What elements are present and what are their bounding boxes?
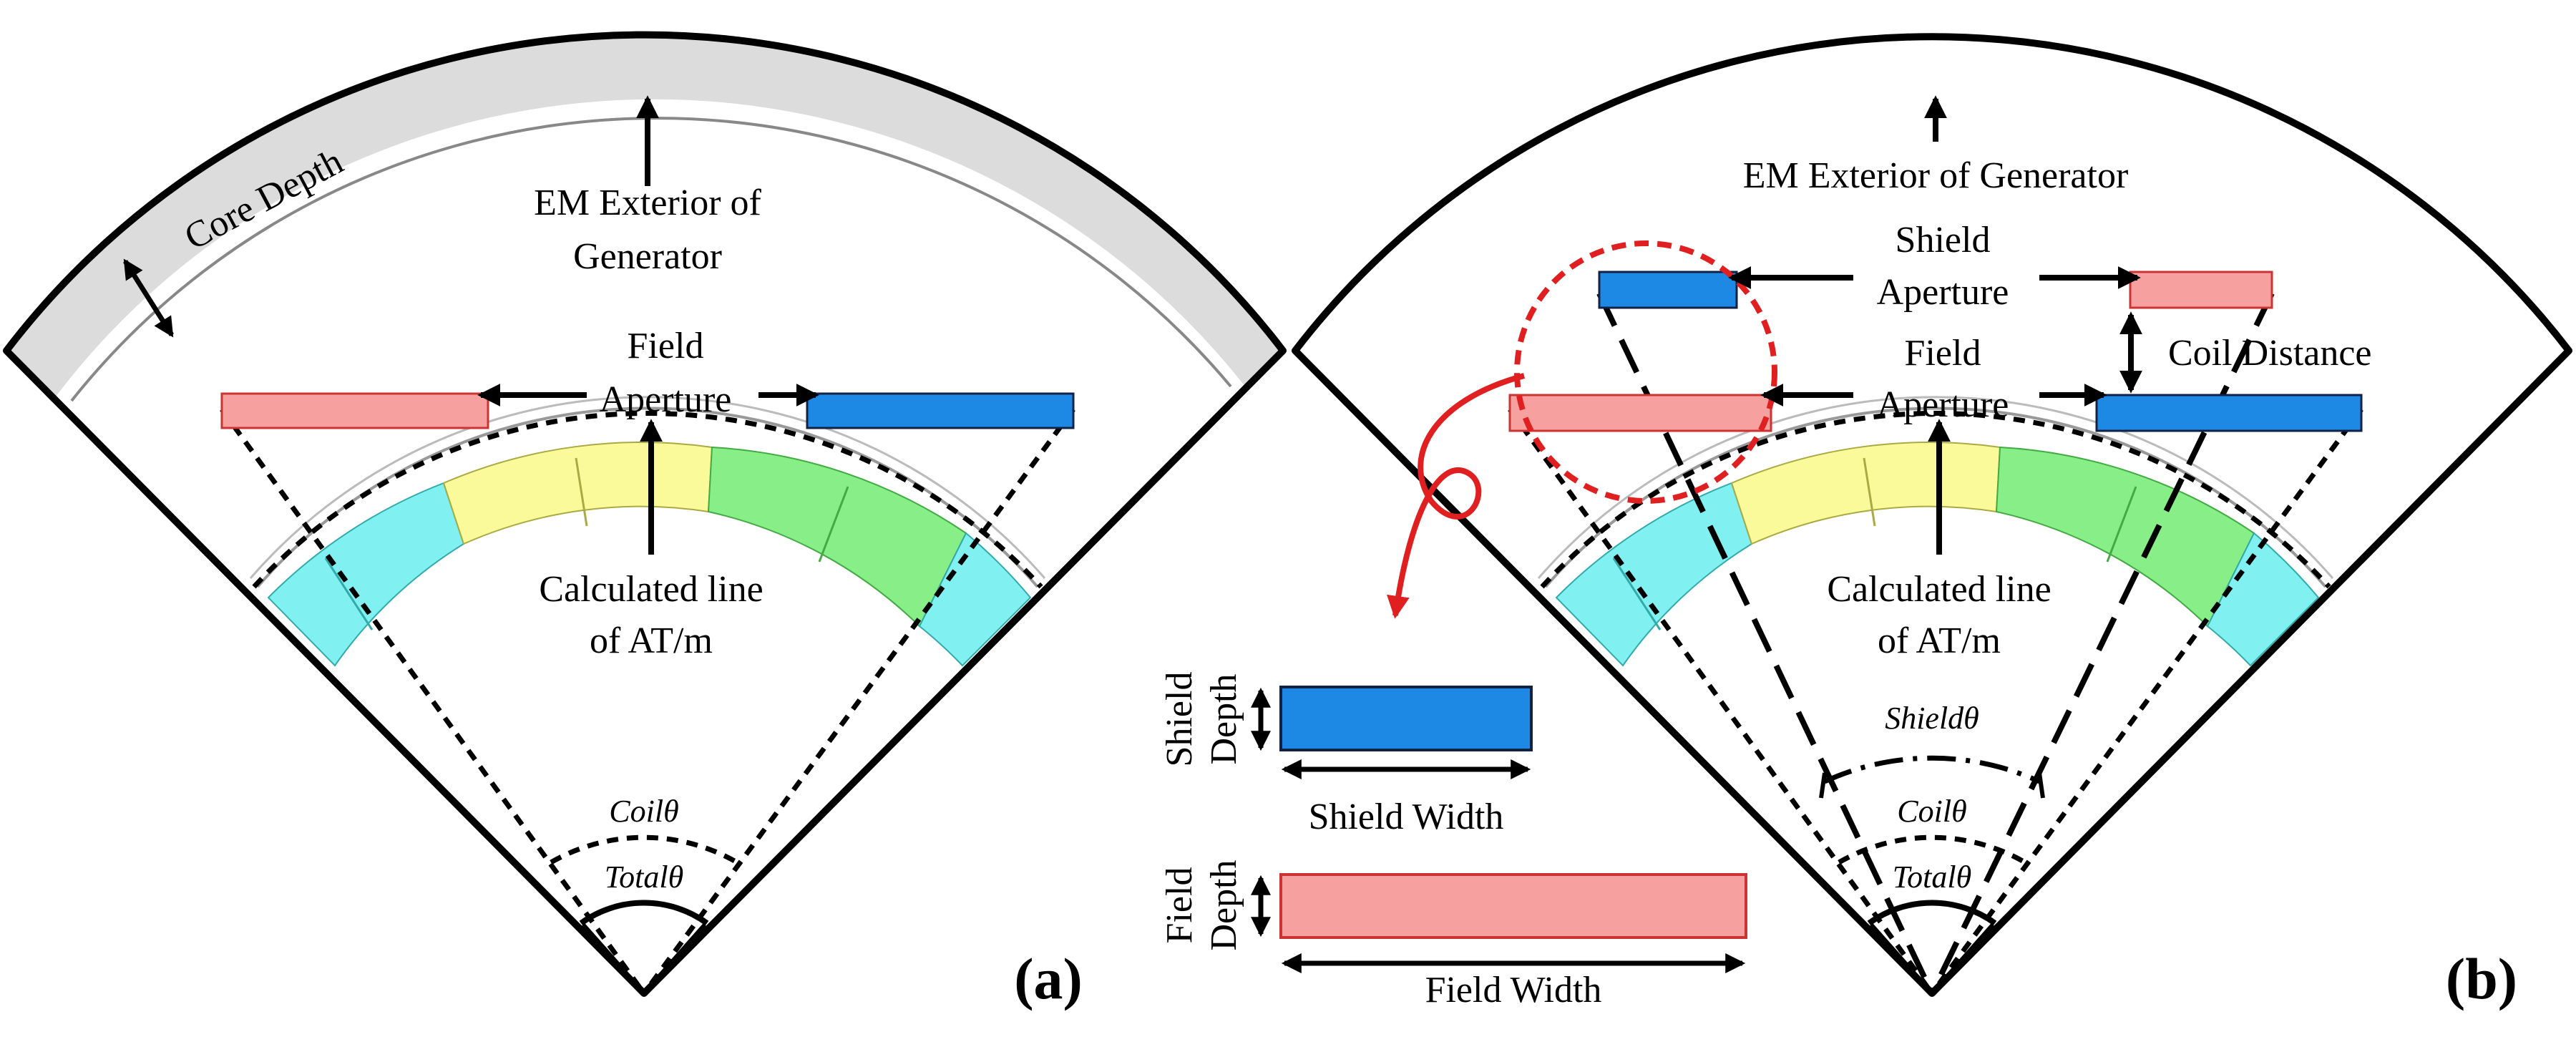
coil-angle-line-right <box>642 407 1075 995</box>
total-theta-line-right-b <box>1930 923 1995 995</box>
highlight-circle <box>1514 240 1777 504</box>
shield-theta-label: Shieldθ <box>1885 701 1979 736</box>
panel-b: EM Exterior of Generator Shield Aperture… <box>1292 33 2572 1011</box>
magnet-divider-1 <box>324 557 374 630</box>
shield-aperture-label-1: Shield <box>1896 220 1991 260</box>
calc-line-label-1: Calculated line <box>539 569 763 610</box>
magnet-divider-1-b <box>1612 557 1662 630</box>
total-theta-line-right <box>642 923 707 995</box>
panel-a-label: (a) <box>1014 946 1083 1011</box>
magnet-yellow-b <box>1730 442 2001 545</box>
coil-angle-line-right-b <box>1930 407 2363 995</box>
magnet-divider-3-b <box>2106 486 2137 563</box>
field-coil-left-b <box>1508 394 1772 432</box>
shield-depth-label-2: Depth <box>1204 673 1244 764</box>
field-aperture-label-1-b: Field <box>1905 333 1981 374</box>
core-band <box>6 34 1283 403</box>
field-aperture-label-1: Field <box>628 326 704 366</box>
em-exterior-label-b: EM Exterior of Generator <box>1743 155 2129 196</box>
shield-coil-right <box>2129 271 2273 309</box>
field-aperture-label-2-b: Aperture <box>1877 384 2009 425</box>
field-depth-label-1: Field <box>1159 867 1200 944</box>
coil-theta-label: Coilθ <box>609 794 678 829</box>
field-depth-label-2: Depth <box>1204 859 1244 950</box>
core-depth-arrow <box>123 258 174 338</box>
coil-theta-label-b: Coilθ <box>1897 794 1966 829</box>
magnet-divider-2 <box>575 457 588 527</box>
total-theta-label: Totalθ <box>605 859 684 895</box>
calc-line-label-1-b: Calculated line <box>1827 569 2051 610</box>
magnet-divider-2-b <box>1863 457 1876 527</box>
total-theta-line-left <box>581 923 646 995</box>
inset-shield-coil <box>1279 686 1533 751</box>
shield-theta-arc <box>1823 755 2041 784</box>
shield-aperture-label-2: Aperture <box>1877 272 2009 313</box>
panel-b-label: (b) <box>2446 946 2517 1011</box>
ring-outer-line-2 <box>249 396 1046 579</box>
em-exterior-label-1: EM Exterior of <box>534 182 761 223</box>
total-theta-label-b: Totalθ <box>1893 859 1972 895</box>
sector-outline-b <box>1292 33 2572 997</box>
total-theta-arc <box>579 900 709 926</box>
calculated-line-arc <box>252 411 1043 589</box>
highlight-pointer-arrow <box>1387 373 1526 619</box>
sector-outline <box>3 31 1287 997</box>
magnet-cyan-right-b <box>2206 532 2320 667</box>
magnet-ring <box>249 396 1046 667</box>
total-theta-line-left-b <box>1869 923 1934 995</box>
field-coil-right <box>806 392 1075 429</box>
shield-theta-tick-left <box>1819 772 1827 799</box>
shield-width-label: Shield Width <box>1309 797 1504 837</box>
coil-distance-label: Coil Distance <box>2168 333 2372 374</box>
coil-theta-arc <box>550 834 738 865</box>
field-aperture-label-2: Aperture <box>600 379 732 420</box>
panel-a: Core Depth EM Exterior of Generator Fiel… <box>3 31 1287 1011</box>
field-coil-right-b <box>2095 394 2363 432</box>
coil-theta-arc-b <box>1838 834 2026 865</box>
shield-coil-left <box>1598 271 1738 309</box>
calc-line-label-2: of AT/m <box>590 620 713 661</box>
magnet-yellow <box>442 442 713 545</box>
magnet-cyan-right <box>918 532 1032 667</box>
shield-depth-label-1: Shield <box>1159 672 1200 767</box>
calculated-line-arc-b <box>1540 411 2331 589</box>
magnet-divider-3 <box>818 486 849 563</box>
calc-line-label-2-b: of AT/m <box>1878 620 2001 661</box>
shield-theta-tick-right <box>2037 772 2045 799</box>
inset-field-coil <box>1279 873 1747 939</box>
field-coil-left <box>220 392 489 429</box>
coil-dimension-inset: Shield Depth Shield Width Field Depth Fi… <box>1159 672 1747 1011</box>
em-exterior-label-2: Generator <box>573 236 722 277</box>
total-theta-arc-b <box>1867 900 1997 926</box>
ring-outer-line-2-b <box>1537 396 2334 579</box>
field-width-label: Field Width <box>1425 970 1602 1011</box>
magnet-ring-b <box>1537 396 2334 667</box>
